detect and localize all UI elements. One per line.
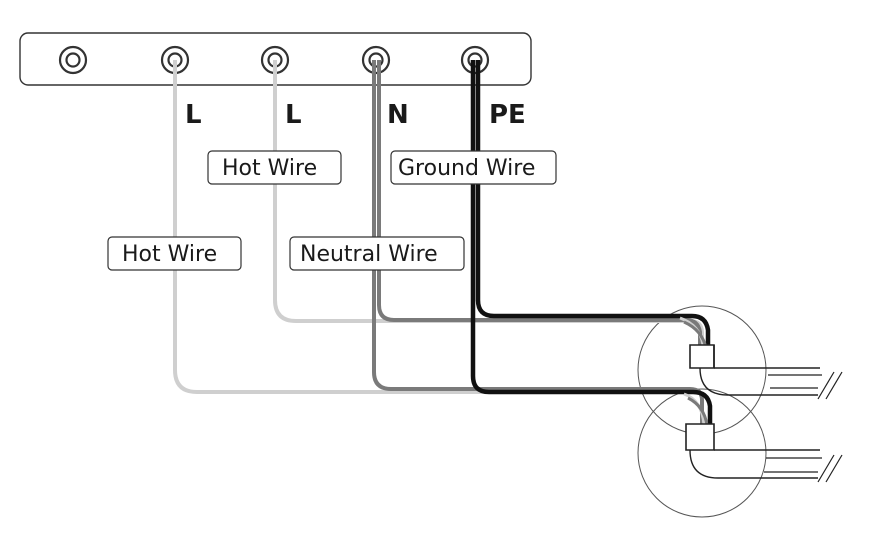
- socket-lower-connector: [685, 423, 843, 483]
- label-hot-wire-1: Hot Wire: [107, 236, 242, 271]
- terminal-label-l2: L: [285, 100, 302, 130]
- terminal-label-n: N: [387, 100, 409, 130]
- svg-text:Ground Wire: Ground Wire: [398, 156, 535, 181]
- terminal-label-pe: PE: [489, 100, 526, 130]
- label-ground-wire: Ground Wire: [390, 150, 557, 185]
- neutral-wire-upper: [377, 60, 702, 345]
- terminal-label-l1: L: [185, 100, 202, 130]
- socket-upper-connector: [689, 344, 843, 400]
- label-neutral-wire: Neutral Wire: [289, 236, 465, 271]
- terminal-0: [58, 45, 88, 75]
- label-hot-wire-2: Hot Wire: [207, 150, 342, 185]
- ground-wire-upper: [475, 60, 711, 345]
- socket-lower-outline: [637, 388, 767, 518]
- svg-text:Hot Wire: Hot Wire: [222, 156, 317, 181]
- hot-wire-1: [173, 60, 700, 394]
- svg-text:Neutral Wire: Neutral Wire: [300, 242, 438, 267]
- svg-text:Hot Wire: Hot Wire: [122, 242, 217, 267]
- ground-wire-lower: [470, 60, 713, 425]
